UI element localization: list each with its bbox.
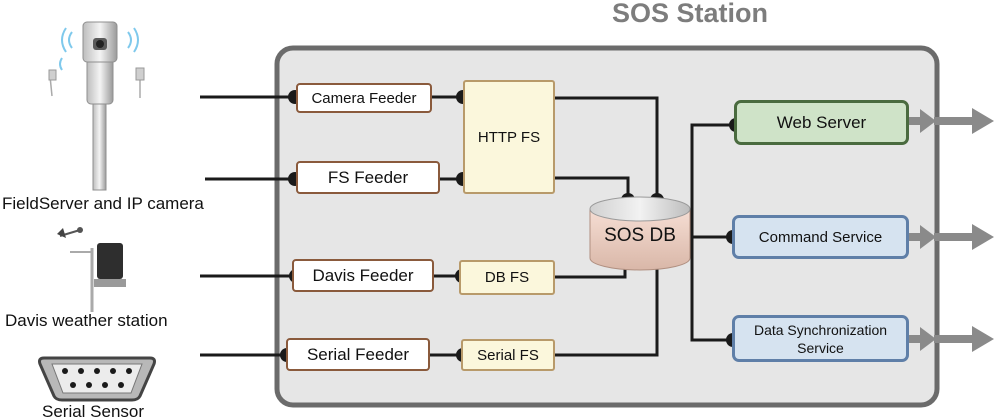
serial-sensor-label: Serial Sensor	[42, 402, 145, 419]
davis-station-label: Davis weather station	[5, 311, 168, 330]
serial-feeder-box: Serial Feeder	[286, 338, 430, 371]
davis-feeder-label: Davis Feeder	[312, 265, 414, 285]
web-server-label: Web Server	[776, 112, 867, 132]
camera-feeder-box: Camera Feeder	[296, 83, 432, 113]
serial-fs-label: Serial FS	[477, 346, 539, 364]
db-fs-box: DB FS	[459, 260, 555, 295]
db-fs-label: DB FS	[484, 269, 530, 286]
data-sync-service-box: Data Synchronization Service	[732, 315, 909, 362]
station-title: SOS Station	[612, 0, 769, 28]
http-fs-box: HTTP FS	[463, 80, 555, 194]
http-fs-label: HTTP FS	[477, 128, 541, 146]
serial-fs-box: Serial FS	[461, 339, 555, 371]
command-service-box: Command Service	[732, 215, 909, 259]
output-arrows	[908, 108, 994, 352]
input-lines	[200, 95, 296, 357]
sos-db-label: SOS DB	[604, 225, 676, 246]
data-sync-service-label: Data Synchronization Service	[753, 321, 888, 356]
davis-feeder-box: Davis Feeder	[292, 259, 434, 292]
fs-feeder-label: FS Feeder	[327, 167, 409, 187]
command-service-label: Command Service	[758, 228, 883, 246]
fieldserver-camera-icon	[48, 21, 145, 191]
camera-feeder-label: Camera Feeder	[311, 89, 417, 107]
davis-weather-station-icon	[57, 227, 126, 312]
sos-db-cylinder	[589, 196, 691, 271]
fs-feeder-box: FS Feeder	[296, 161, 440, 194]
fieldserver-label: FieldServer and IP camera	[2, 194, 204, 213]
serial-feeder-label: Serial Feeder	[306, 344, 410, 364]
serial-connector-icon	[38, 356, 156, 402]
web-server-box: Web Server	[734, 100, 909, 145]
